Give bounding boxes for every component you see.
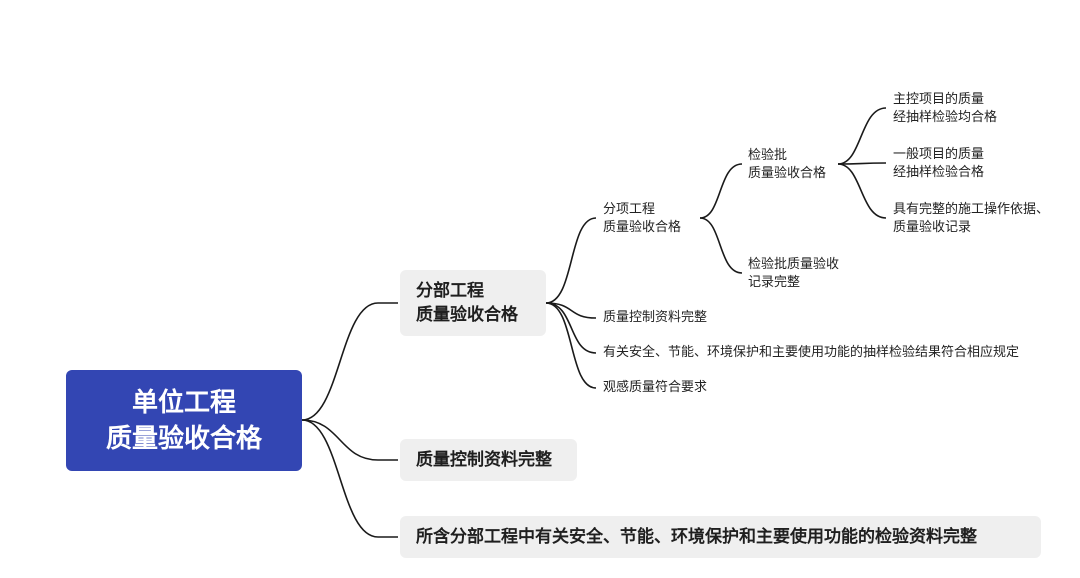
node-fenxiang[interactable]: 分项工程 质量验收合格 xyxy=(603,202,682,235)
edge-jianyanpi-yiban xyxy=(837,162,887,165)
branch-ziliao[interactable]: 质量控制资料完整 xyxy=(400,439,577,481)
node-chouyang[interactable]: 有关安全、节能、环境保护和主要使用功能的抽样检验结果符合相应规定 xyxy=(603,345,1020,360)
edge-root-jianyan xyxy=(301,419,398,538)
edge-fenxiang-jilu xyxy=(699,217,743,274)
node-fenbu-ziliao[interactable]: 质量控制资料完整 xyxy=(603,310,708,325)
node-yiban[interactable]: 一般项目的质量 经抽样检验合格 xyxy=(893,147,985,180)
edge-fenbu-fenxiang xyxy=(545,217,597,304)
edge-jianyanpi-yiju xyxy=(837,163,887,219)
branch-jianyan[interactable]: 所含分部工程中有关安全、节能、环境保护和主要使用功能的检验资料完整 xyxy=(400,516,1041,558)
node-guangan[interactable]: 观感质量符合要求 xyxy=(603,380,708,395)
edge-fenxiang-jianyanpi xyxy=(699,163,743,219)
edge-fenbu-guangan xyxy=(545,302,597,389)
edge-root-ziliao xyxy=(301,419,398,461)
branch-fenbu[interactable]: 分部工程 质量验收合格 xyxy=(400,270,546,336)
node-jianyanpi[interactable]: 检验批 质量验收合格 xyxy=(748,148,827,181)
node-yiju[interactable]: 具有完整的施工操作依据、 质量验收记录 xyxy=(893,202,1050,235)
node-jilu[interactable]: 检验批质量验收 记录完整 xyxy=(748,257,840,290)
node-zhukong[interactable]: 主控项目的质量 经抽样检验均合格 xyxy=(893,92,998,125)
edge-jianyanpi-zhukong xyxy=(837,107,887,165)
root-node[interactable]: 单位工程 质量验收合格 xyxy=(66,370,302,471)
edge-root-fenbu xyxy=(301,302,398,421)
